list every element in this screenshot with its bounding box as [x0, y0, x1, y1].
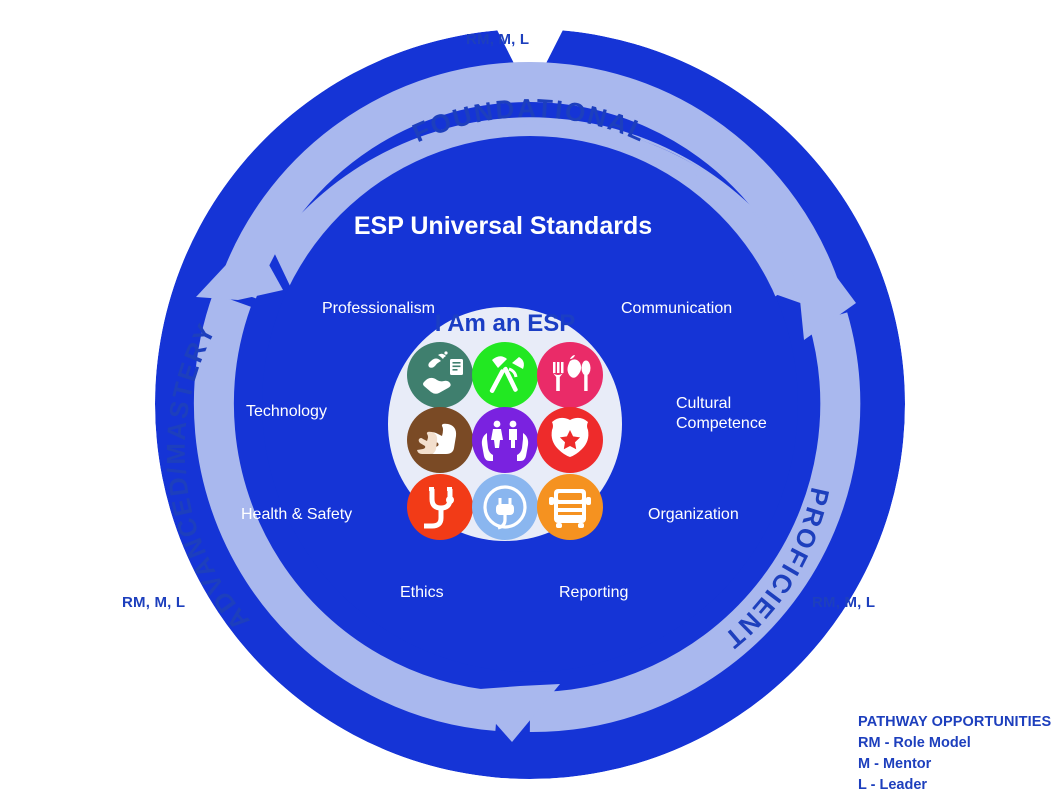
arrow-ring-arcs [193, 62, 861, 742]
standard-label-cultural-competence-line2: Competence [676, 415, 767, 432]
handshake-phone-clipboard-icon [423, 351, 463, 394]
legend-title: PATHWAY OPPORTUNITIES [858, 714, 1052, 730]
arrowhead-advanced [196, 236, 283, 300]
stethoscope-icon [424, 487, 454, 529]
standard-label-organization: Organization [648, 506, 739, 523]
career-icon-grid [407, 342, 603, 540]
pathway-marker-left: RM, M, L [122, 594, 186, 611]
legend-item-leader: L - Leader [858, 777, 928, 793]
standard-label-cultural-competence-line1: Cultural [676, 395, 731, 412]
legend-item-mentor: M - Mentor [858, 756, 932, 772]
career-icon-technical-services[interactable] [472, 474, 538, 540]
police-badge-star-icon [551, 417, 589, 457]
career-icon-maintenance[interactable] [472, 342, 538, 408]
standards-labels: Professionalism Technology Health & Safe… [241, 300, 767, 601]
center-title: I Am an ESP [435, 310, 575, 337]
standard-label-ethics: Ethics [400, 584, 444, 601]
hands-holding-children-icon [481, 420, 529, 461]
career-icon-food-services[interactable] [537, 342, 603, 408]
page-title: ESP Universal Standards [354, 212, 652, 240]
career-icon-health-services[interactable] [407, 474, 473, 540]
career-icon-clerical-services[interactable] [407, 342, 473, 408]
standard-label-health-safety: Health & Safety [241, 506, 352, 523]
pathway-marker-top: RM, M, L [466, 31, 530, 48]
career-icon-security-services[interactable] [537, 407, 603, 473]
pathway-marker-right: RM, M, L [812, 594, 876, 611]
standard-label-professionalism: Professionalism [322, 300, 435, 317]
career-icon-paraeducators[interactable] [472, 407, 538, 473]
legend-item-role-model: RM - Role Model [858, 735, 971, 751]
career-icon-transportation[interactable] [537, 474, 603, 540]
school-bus-icon [549, 489, 591, 528]
arrowhead-foundational [800, 252, 856, 340]
standard-label-communication: Communication [621, 300, 732, 317]
legend: PATHWAY OPPORTUNITIES RM - Role Model M … [858, 712, 1051, 796]
standard-label-technology: Technology [246, 403, 327, 420]
career-icon-custodial-services[interactable] [407, 407, 473, 473]
fork-apple-spoon-icon [553, 355, 591, 391]
helping-hands-icon [417, 423, 457, 454]
power-plug-icon [483, 485, 527, 530]
standard-label-reporting: Reporting [559, 584, 628, 601]
shovel-rake-icon [489, 356, 524, 393]
